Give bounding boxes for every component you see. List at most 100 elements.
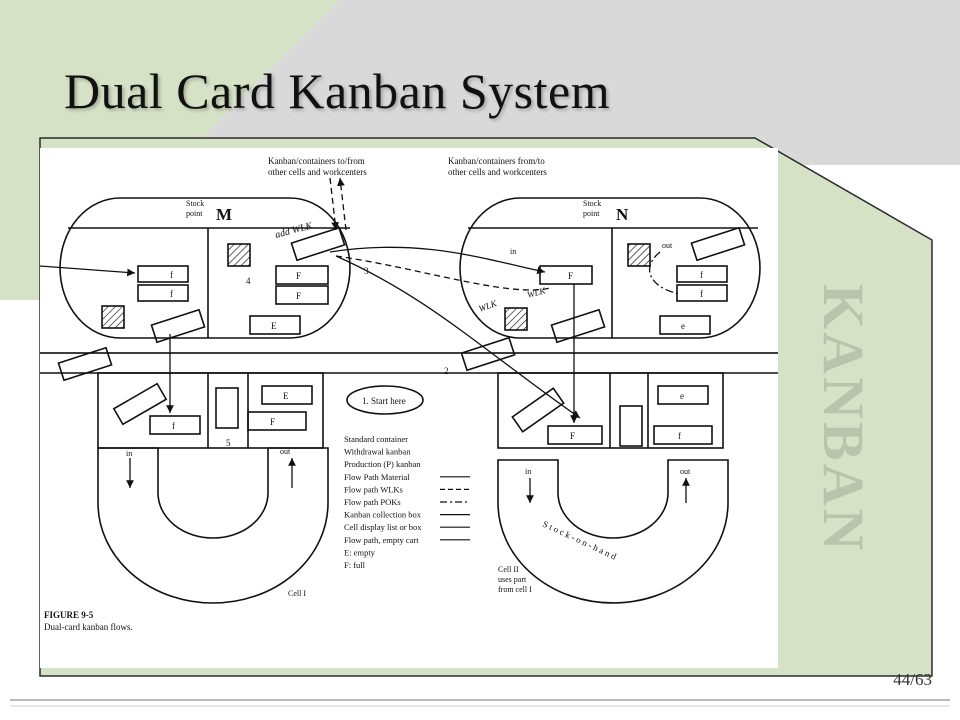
figure-caption: Dual-card kanban flows. — [44, 622, 133, 632]
step-2-label: 2 — [444, 366, 449, 376]
card-f-rot-1 — [150, 308, 206, 344]
card-F-rot-2 — [550, 308, 606, 344]
legend-item-2: Production (P) kanban — [344, 459, 421, 469]
display-box-1 — [215, 387, 239, 429]
kanban-flow-diagram: Kanban/containers to/from other cells an… — [40, 148, 778, 668]
card-F-4 — [539, 265, 593, 285]
collection-box-4 — [627, 243, 651, 267]
n-in-label: in — [510, 247, 516, 256]
cell-2-out-label: out — [680, 467, 691, 476]
card-letter-e-2: e — [680, 391, 684, 401]
cell-n-label: N — [616, 205, 629, 224]
card-f-4 — [676, 265, 728, 283]
card-f-2 — [137, 284, 189, 302]
cell-2-note-line-1: Cell II — [498, 565, 519, 574]
card-F-2 — [275, 285, 329, 305]
top-right-caption-line-2: other cells and workcenters — [448, 167, 547, 177]
legend-item-8: Flow path, empty cart — [344, 535, 419, 545]
page-number: 44/63 — [893, 670, 932, 689]
card-E-rot-2 — [511, 387, 565, 433]
step-4-label: 4 — [246, 276, 251, 286]
card-E-1 — [249, 315, 301, 335]
collection-box-1 — [227, 243, 251, 267]
stock-point-n-line-2: point — [583, 209, 600, 218]
cell-2-in-label: in — [525, 467, 531, 476]
card-letter-f-3: f — [172, 421, 175, 431]
card-letter-f-6: f — [678, 431, 681, 441]
card-f-rot-2 — [690, 226, 746, 262]
card-e-2 — [657, 385, 709, 405]
stock-point-m-line-1: Stock — [186, 199, 204, 208]
display-box-2 — [619, 405, 643, 447]
card-letter-F-3: F — [270, 417, 275, 427]
card-letter-E-1: E — [271, 321, 277, 331]
cell-1-label: Cell I — [288, 589, 306, 598]
card-f-6 — [653, 425, 713, 445]
flow-path-material-3 — [335, 255, 581, 419]
card-e-1 — [659, 315, 711, 335]
cell-1-u-shape — [97, 447, 329, 604]
card-letter-E-2: E — [283, 391, 289, 401]
card-E-rot-1 — [460, 336, 516, 372]
card-letter-F-5: F — [570, 431, 575, 441]
card-f-1 — [137, 265, 189, 283]
legend-item-1: Withdrawal kanban — [344, 447, 411, 457]
card-letter-e-1: e — [681, 321, 685, 331]
card-letter-f-5: f — [700, 289, 703, 299]
collection-box-3 — [504, 307, 528, 331]
slide-title: Dual Card Kanban System — [64, 63, 611, 119]
top-right-caption-line-1: Kanban/containers from/to — [448, 156, 545, 166]
card-letter-F-4: F — [568, 271, 573, 281]
flow-path-wlk-3 — [335, 255, 551, 291]
stock-point-m-line-2: point — [186, 209, 203, 218]
card-F-5 — [547, 425, 603, 445]
card-F-1 — [275, 265, 329, 285]
cell-m-label: M — [216, 205, 232, 224]
figure-number: FIGURE 9-5 — [44, 610, 94, 620]
gray-band — [175, 0, 960, 165]
stock-point-n-line-1: Stock — [583, 199, 601, 208]
n-out-label: out — [662, 241, 673, 250]
top-left-caption-line-1: Kanban/containers to/from — [268, 156, 365, 166]
card-letter-f-4: f — [700, 270, 703, 280]
kanban-side-text: KANBAN — [812, 284, 872, 553]
start-here-oval — [346, 385, 424, 415]
kanban-side-label: KANBAN — [812, 284, 872, 553]
flow-path-wlk-2 — [337, 177, 347, 231]
flow-path-wlk-1 — [329, 177, 339, 231]
flow-path-material-1 — [40, 265, 136, 277]
cell-2-u-shape — [497, 459, 729, 604]
top-left-caption-line-2: other cells and workcenters — [268, 167, 367, 177]
cell-1-in-label: in — [126, 449, 132, 458]
wlk-note-2: WLK — [526, 285, 547, 300]
card-letter-f-1: f — [170, 270, 173, 280]
card-e-rot-1 — [57, 346, 113, 382]
start-here-label: 1. Start here — [362, 396, 406, 406]
card-letter-F-1: F — [296, 271, 301, 281]
flow-path-pok-1 — [648, 251, 681, 295]
legend-item-10: F: full — [344, 560, 366, 570]
legend-item-4: Flow path WLKs — [344, 484, 403, 494]
cell-1-out-label: out — [280, 447, 291, 456]
cell-2-note-line-2: uses part — [498, 575, 527, 584]
cell-1-box — [97, 372, 324, 449]
step-3-label: 3 — [364, 266, 369, 276]
legend-item-5: Flow path POKs — [344, 497, 401, 507]
step-5-label: 5 — [226, 438, 231, 448]
legend-item-7: Cell display list or box — [344, 522, 422, 532]
legend-item-6: Kanban collection box — [344, 510, 422, 520]
card-letter-f-2: f — [170, 289, 173, 299]
card-F-rot-1 — [290, 226, 346, 262]
card-e-rot-2 — [112, 382, 168, 426]
card-f-3 — [149, 415, 201, 435]
figure-background — [40, 148, 778, 668]
collection-box-2 — [101, 305, 125, 329]
legend-item-0: Standard container — [344, 434, 408, 444]
flow-path-material-2 — [329, 246, 546, 275]
legend-item-3: Flow Path Material — [344, 472, 410, 482]
legend-item-9: E: empty — [344, 547, 376, 557]
cell-2-note-line-3: from cell I — [498, 585, 532, 594]
card-letter-F-2: F — [296, 291, 301, 301]
card-E-2 — [261, 385, 313, 405]
